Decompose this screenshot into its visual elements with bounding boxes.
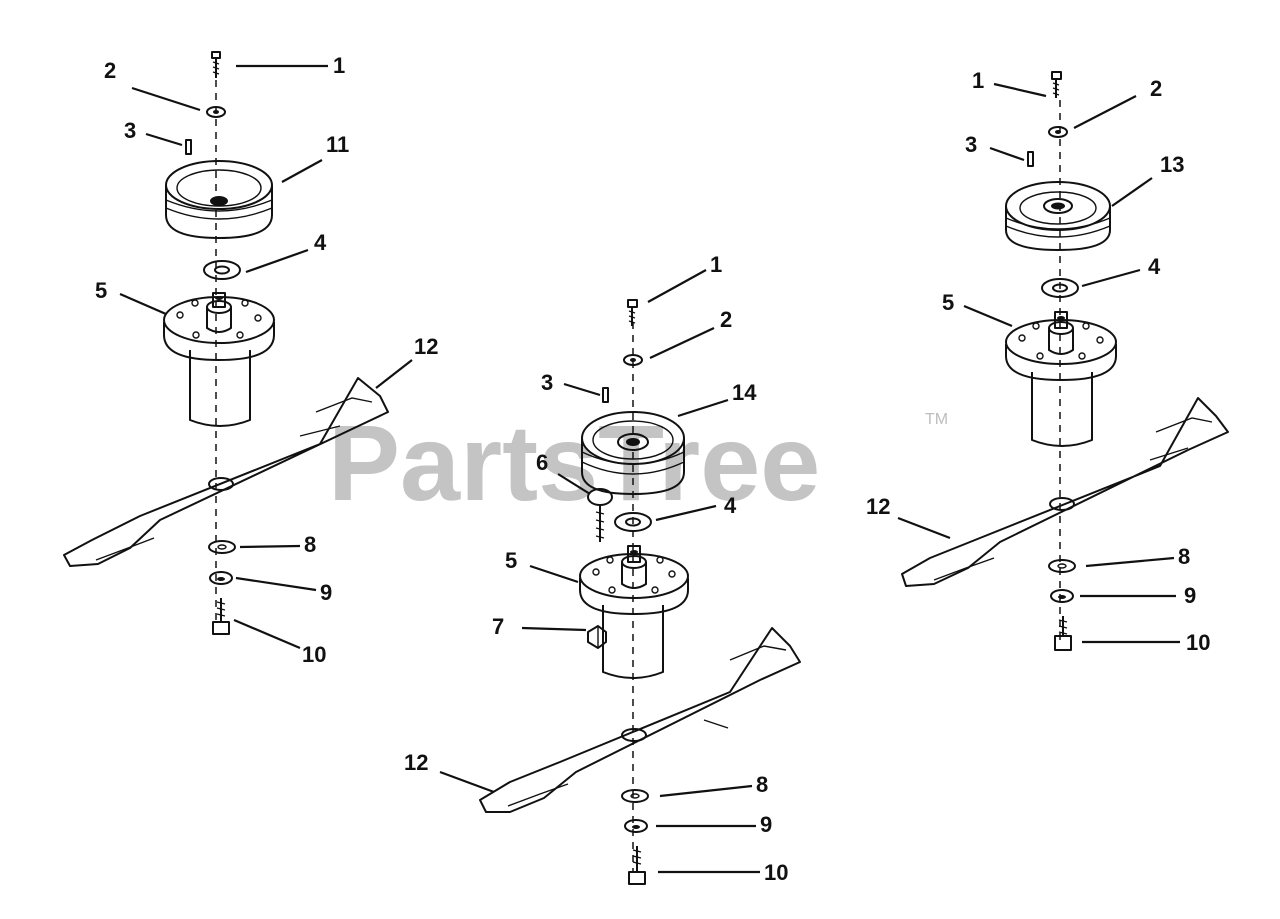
center-leader-3 xyxy=(563,382,601,397)
center-pulley-part[interactable] xyxy=(581,411,685,495)
center-blade-part[interactable] xyxy=(479,627,801,813)
left-callout-bolt[interactable]: 1 xyxy=(333,53,345,78)
right-leader-1 xyxy=(993,82,1047,98)
center-idler-bolt-part[interactable] xyxy=(587,488,613,542)
left-leader-12 xyxy=(375,359,413,389)
left-lower-washer-part[interactable] xyxy=(208,540,236,554)
center-lower-washer-part[interactable] xyxy=(621,789,649,803)
center-leader-14 xyxy=(677,398,729,418)
right-callout-pulley[interactable]: 13 xyxy=(1160,152,1184,177)
right-leader-4 xyxy=(1081,268,1141,288)
right-spacer-part[interactable] xyxy=(1041,278,1079,298)
center-washer-part[interactable] xyxy=(623,354,643,366)
right-callout-blade[interactable]: 12 xyxy=(866,494,890,519)
left-key-part[interactable] xyxy=(185,139,192,155)
right-washer-part[interactable] xyxy=(1048,126,1068,138)
right-leader-12 xyxy=(897,516,951,540)
center-callout-idler-bolt[interactable]: 6 xyxy=(536,450,548,475)
center-leader-2 xyxy=(649,327,715,359)
left-washer-part[interactable] xyxy=(206,106,226,118)
right-lower-washer-part[interactable] xyxy=(1048,559,1076,573)
left-cup-washer-part[interactable] xyxy=(209,571,233,585)
right-spindle-assembly: 1 2 3 13 4 5 12 8 9 10 xyxy=(866,68,1229,655)
right-callout-washer[interactable]: 2 xyxy=(1150,76,1162,101)
left-callout-blade-bolt[interactable]: 10 xyxy=(302,642,326,667)
left-callout-washer[interactable]: 2 xyxy=(104,58,116,83)
center-callout-spacer[interactable]: 4 xyxy=(724,493,737,518)
left-spindle-housing-part[interactable] xyxy=(163,292,275,427)
right-cup-washer-part[interactable] xyxy=(1050,589,1074,603)
right-blade-bolt-part[interactable] xyxy=(1054,616,1072,651)
right-callout-key[interactable]: 3 xyxy=(965,132,977,157)
center-callout-bolt[interactable]: 1 xyxy=(710,252,722,277)
center-leader-12 xyxy=(439,770,495,794)
right-blade-part[interactable] xyxy=(901,397,1229,587)
left-spindle-assembly: 1 2 3 11 4 5 12 8 9 10 xyxy=(63,51,438,667)
left-callout-blade[interactable]: 12 xyxy=(414,334,438,359)
left-bolt-part[interactable] xyxy=(211,51,221,78)
right-callout-spacer[interactable]: 4 xyxy=(1148,254,1161,279)
center-callout-blade[interactable]: 12 xyxy=(404,750,428,775)
left-pulley-part[interactable] xyxy=(165,160,273,239)
watermark: PartsTree TM xyxy=(328,402,948,523)
left-leader-11 xyxy=(281,159,323,183)
center-callout-key[interactable]: 3 xyxy=(541,370,553,395)
left-callout-cup-washer[interactable]: 9 xyxy=(320,580,332,605)
center-callout-nut[interactable]: 7 xyxy=(492,614,504,639)
center-bolt-part[interactable] xyxy=(627,299,638,326)
left-leader-5 xyxy=(119,292,167,316)
left-blade-part[interactable] xyxy=(63,377,389,567)
center-leader-6 xyxy=(557,473,591,495)
center-leader-4 xyxy=(655,504,717,522)
center-callout-cup-washer[interactable]: 9 xyxy=(760,812,772,837)
left-callout-washer-lower[interactable]: 8 xyxy=(304,532,316,557)
center-callout-washer[interactable]: 2 xyxy=(720,307,732,332)
center-leader-8 xyxy=(659,784,753,798)
right-callout-bolt[interactable]: 1 xyxy=(972,68,984,93)
left-leader-4 xyxy=(245,248,309,274)
right-pulley-part[interactable] xyxy=(1005,181,1111,251)
center-callout-spindle[interactable]: 5 xyxy=(505,548,517,573)
left-callout-key[interactable]: 3 xyxy=(124,118,136,143)
center-leader-7 xyxy=(521,626,587,632)
center-key-part[interactable] xyxy=(602,387,609,403)
watermark-brand: PartsTree xyxy=(328,402,820,523)
right-callout-blade-bolt[interactable]: 10 xyxy=(1186,630,1210,655)
right-leader-3 xyxy=(989,146,1025,162)
right-leader-5 xyxy=(963,304,1013,328)
center-blade-bolt-part[interactable] xyxy=(628,846,646,885)
left-leader-3 xyxy=(145,132,183,147)
center-callout-blade-bolt[interactable]: 10 xyxy=(764,860,788,885)
center-callout-pulley[interactable]: 14 xyxy=(732,380,757,405)
watermark-trademark: TM xyxy=(925,411,948,428)
right-leader-2 xyxy=(1073,95,1137,129)
center-spacer-part[interactable] xyxy=(614,512,652,532)
left-callout-spacer[interactable]: 4 xyxy=(314,230,327,255)
center-spindle-assembly: 1 2 3 14 6 4 5 7 12 8 9 10 xyxy=(404,252,801,885)
left-leader-8 xyxy=(239,544,301,549)
left-blade-bolt-part[interactable] xyxy=(212,598,230,635)
right-spindle-housing-part[interactable] xyxy=(1005,311,1117,447)
right-callout-spindle[interactable]: 5 xyxy=(942,290,954,315)
left-leader-2 xyxy=(131,86,201,112)
center-callout-washer-lower[interactable]: 8 xyxy=(756,772,768,797)
center-leader-5 xyxy=(529,564,579,584)
left-leader-10 xyxy=(233,618,301,650)
right-callout-cup-washer[interactable]: 9 xyxy=(1184,583,1196,608)
left-leader-9 xyxy=(235,576,317,592)
right-bolt-part[interactable] xyxy=(1051,71,1062,98)
center-leader-1 xyxy=(647,269,707,303)
right-callout-washer-lower[interactable]: 8 xyxy=(1178,544,1190,569)
center-nut-part[interactable] xyxy=(587,625,607,649)
center-cup-washer-part[interactable] xyxy=(624,819,648,833)
center-spindle-housing-part[interactable] xyxy=(579,545,689,679)
right-leader-8 xyxy=(1085,556,1175,568)
left-callout-spindle[interactable]: 5 xyxy=(95,278,107,303)
left-callout-pulley[interactable]: 11 xyxy=(326,132,349,157)
right-key-part[interactable] xyxy=(1027,151,1034,167)
left-spacer-part[interactable] xyxy=(203,260,241,280)
right-leader-13 xyxy=(1111,177,1153,207)
